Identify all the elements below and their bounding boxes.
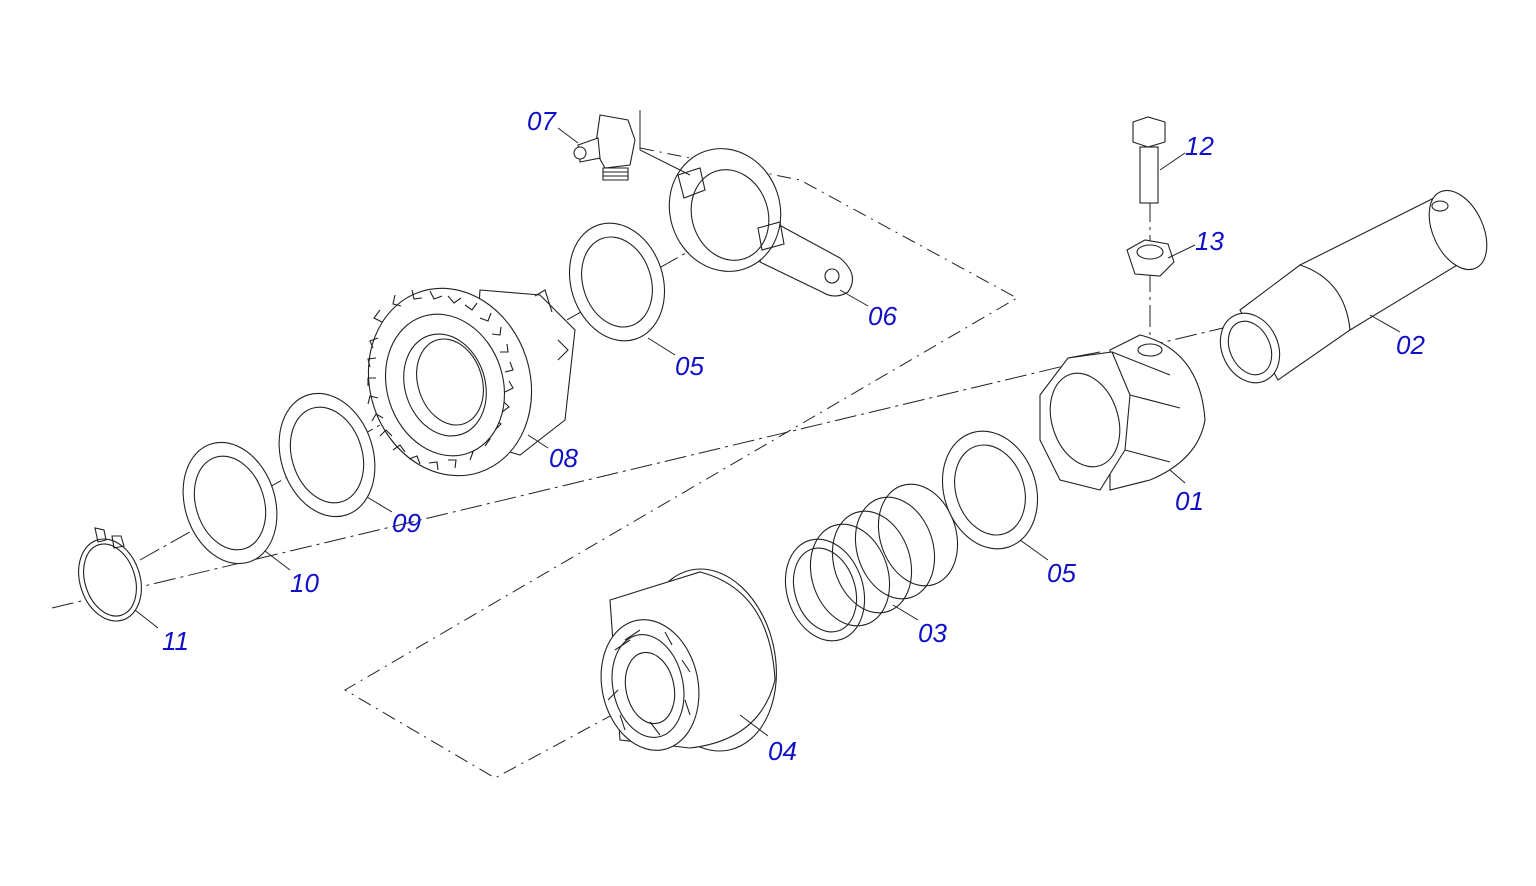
lever-06 — [668, 148, 854, 297]
sprocket-teeth — [367, 289, 514, 471]
label-04: 04 — [768, 736, 797, 766]
spring-03 — [784, 483, 959, 642]
washer-05-upper — [568, 222, 666, 342]
grease-nipple-07 — [573, 114, 636, 181]
washer-05-lower — [941, 430, 1039, 550]
clutch-body-04 — [600, 568, 777, 752]
bolt-12 — [1132, 116, 1166, 204]
label-13: 13 — [1195, 226, 1224, 256]
label-02: 02 — [1396, 330, 1425, 360]
leader-lines — [134, 127, 1401, 737]
label-06: 06 — [868, 301, 897, 331]
label-01: 01 — [1175, 486, 1204, 516]
washer-09 — [278, 392, 376, 518]
label-05-lower: 05 — [1047, 558, 1076, 588]
nipple-connector-line — [639, 110, 691, 176]
hex-housing-01 — [1039, 334, 1206, 491]
washer-10 — [182, 441, 278, 565]
label-08: 08 — [549, 443, 578, 473]
label-10: 10 — [290, 568, 319, 598]
label-03: 03 — [918, 618, 947, 648]
label-05-upper: 05 — [675, 351, 704, 381]
label-07: 07 — [527, 106, 557, 136]
nut-13 — [1126, 239, 1175, 277]
retaining-ring-11 — [78, 527, 142, 622]
label-11: 11 — [162, 626, 189, 656]
sprocket-08 — [367, 287, 576, 477]
pin-02 — [1219, 189, 1488, 384]
label-09: 09 — [392, 508, 421, 538]
label-12: 12 — [1185, 131, 1214, 161]
